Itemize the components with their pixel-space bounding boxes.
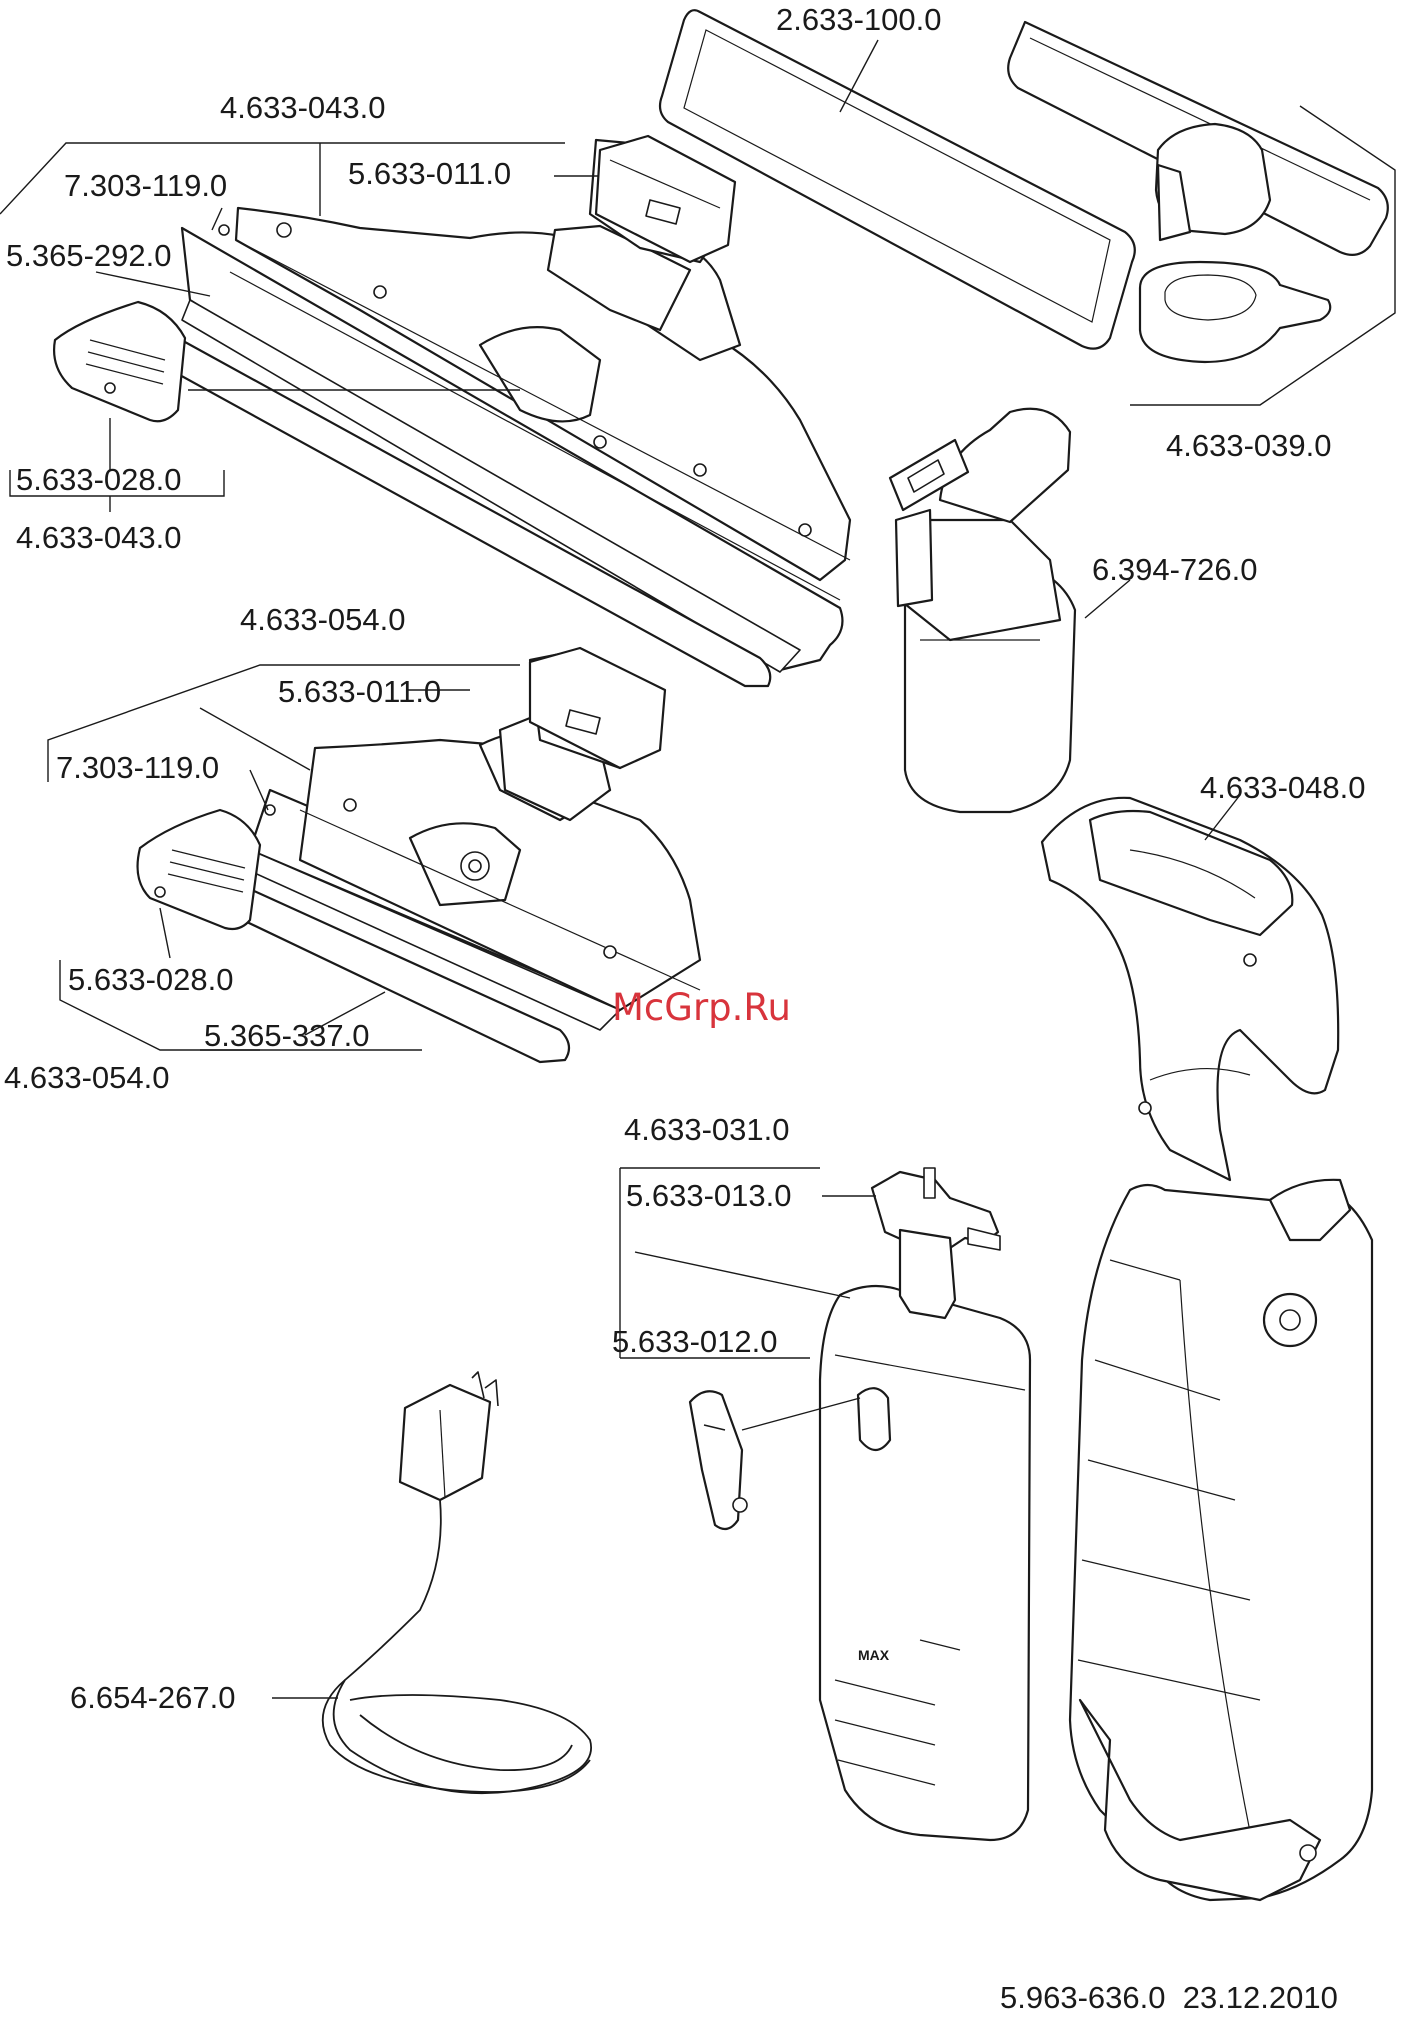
label-4-633-043-0-bottom: 4.633-043.0 [16, 520, 181, 555]
water-tank: MAX [820, 1286, 1030, 1840]
label-5-633-028-0-lower: 5.633-028.0 [68, 962, 233, 997]
label-7-303-119-0-upper: 7.303-119.0 [64, 168, 227, 203]
label-5-633-013-0: 5.633-013.0 [626, 1178, 791, 1213]
label-5-633-028-0-upper: 5.633-028.0 [16, 462, 181, 497]
label-5-633-012-0: 5.633-012.0 [612, 1324, 777, 1359]
label-6-654-267-0: 6.654-267.0 [70, 1680, 235, 1715]
label-4-633-043-0-top: 4.633-043.0 [220, 90, 385, 125]
label-5-633-011-0-upper: 5.633-011.0 [348, 156, 511, 191]
document-code-and-date: 5.963-636.0 23.12.2010 [1000, 1980, 1338, 2015]
label-2-633-100-0: 2.633-100.0 [776, 2, 941, 37]
tank-max-marking: MAX [858, 1647, 890, 1663]
label-6-394-726-0: 6.394-726.0 [1092, 552, 1257, 587]
label-4-633-054-0-top: 4.633-054.0 [240, 602, 405, 637]
main-housing [1070, 1180, 1372, 1900]
label-5-365-337-0: 5.365-337.0 [204, 1018, 369, 1053]
label-4-633-054-0-bottom: 4.633-054.0 [4, 1060, 169, 1095]
label-5-633-011-0-lower: 5.633-011.0 [278, 674, 441, 709]
label-4-633-031-0: 4.633-031.0 [624, 1112, 789, 1147]
retaining-clip [690, 1391, 747, 1529]
charger-plug [400, 1372, 498, 1500]
handle-shell [1042, 798, 1338, 1180]
label-7-303-119-0-lower: 7.303-119.0 [56, 750, 219, 785]
spray-bottle [890, 409, 1075, 812]
watermark: McGrp.Ru [612, 986, 791, 1029]
charger-cable [323, 1500, 591, 1793]
label-4-633-039-0: 4.633-039.0 [1166, 428, 1331, 463]
label-5-365-292-0: 5.365-292.0 [6, 238, 171, 273]
label-4-633-048-0: 4.633-048.0 [1200, 770, 1365, 805]
